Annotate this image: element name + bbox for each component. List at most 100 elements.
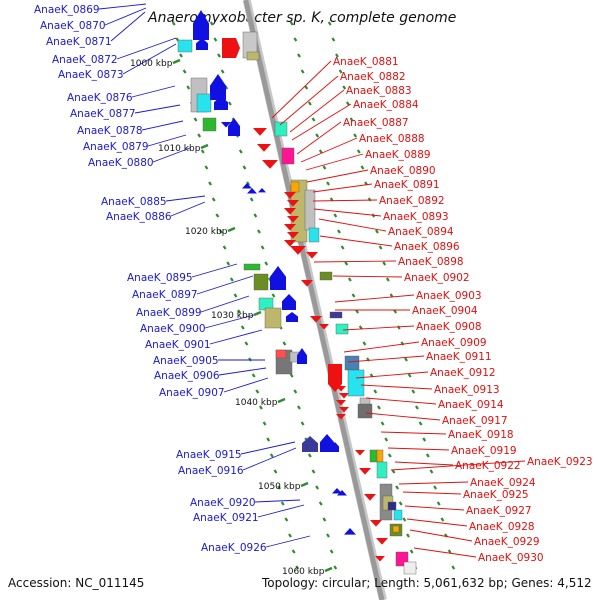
gene-arrow (339, 407, 349, 413)
ring-tick (345, 101, 350, 106)
leader-line-left (240, 441, 296, 455)
gene-arrow (320, 434, 334, 452)
leader-line-left (204, 314, 255, 329)
gene-label-left: AnaeK_0915 (176, 449, 242, 461)
gene-label-right: AnaeK_0887 (343, 117, 409, 129)
ring-tick (297, 53, 301, 58)
gene-arrow (355, 450, 365, 456)
gene-arrow (257, 144, 271, 152)
gene-label-left: AnaeK_0877 (70, 108, 136, 120)
leader-line-right (413, 547, 477, 558)
ring-tick (349, 117, 354, 122)
leader-line-right (312, 183, 373, 193)
feature-block (246, 51, 260, 61)
gene-label-right: AnaeK_0929 (474, 536, 540, 548)
ring-tick (307, 101, 312, 106)
ring-tick (260, 245, 265, 250)
gene-label-left: AnaeK_0921 (193, 512, 259, 524)
leader-line-right (279, 75, 339, 126)
feature-block (308, 227, 320, 243)
ring-tick (273, 469, 278, 474)
gene-arrow (287, 216, 299, 223)
ring-tick (315, 133, 320, 138)
gene-label-right: AnaeK_0902 (404, 272, 470, 284)
leader-line-right (394, 461, 454, 466)
ring-tick (326, 181, 330, 186)
accession-text: Accession: NC_011145 (8, 576, 144, 590)
ring-tick (418, 421, 423, 426)
feature-block (202, 117, 217, 132)
ring-tick (238, 149, 243, 154)
ring-tick (253, 213, 258, 218)
gene-label-right: AnaeK_0888 (359, 133, 425, 145)
ring-tick (259, 405, 263, 410)
ring-tick (219, 229, 223, 234)
ring-tick (333, 565, 338, 570)
gene-label-right: AnaeK_0884 (353, 99, 419, 111)
feature-block (243, 263, 261, 271)
gene-label-left: AnaeK_0885 (101, 196, 167, 208)
feature-block (196, 93, 212, 113)
gene-arrow (242, 183, 252, 189)
ring-tick (171, 21, 176, 26)
ring-tick (318, 149, 323, 154)
gene-arrow (193, 10, 209, 40)
leader-line-left (98, 3, 147, 10)
gene-arrow (196, 38, 208, 50)
feature-block (281, 147, 295, 165)
ring-tick (295, 565, 300, 570)
ring-tick (447, 549, 452, 554)
leader-line-right (313, 260, 397, 263)
ring-tick (304, 85, 309, 90)
ring-tick (229, 277, 234, 282)
gene-label-right: AnaeK_0913 (434, 384, 500, 396)
gene-arrow (214, 96, 228, 110)
ring-tick (262, 421, 267, 426)
leader-line-left (257, 504, 305, 518)
backbone (243, 0, 385, 600)
feature-block (253, 273, 269, 291)
feature-block (344, 355, 360, 371)
gene-arrow (297, 348, 307, 364)
ring-tick (211, 197, 216, 202)
ring-tick (362, 341, 367, 346)
ring-tick (375, 229, 379, 234)
ring-tick (217, 53, 221, 58)
gene-arrow (337, 490, 347, 496)
gene-label-left: AnaeK_0895 (127, 272, 193, 284)
ring-tick (215, 213, 220, 218)
ring-tick (331, 37, 336, 42)
feature-block (359, 397, 371, 405)
leader-line-left (165, 195, 206, 202)
ring-tick (291, 549, 296, 554)
feature-block (376, 461, 388, 479)
gene-arrow (287, 232, 299, 239)
ring-tick (425, 453, 430, 458)
ring-tick (289, 21, 294, 26)
leader-line-right (300, 137, 358, 163)
ring-tick (269, 453, 274, 458)
scale-label: 1010 kbp (158, 144, 201, 154)
scale-tick (200, 143, 209, 150)
gene-label-right: AnaeK_0914 (438, 399, 504, 411)
ring-tick (358, 325, 363, 330)
ring-tick (407, 373, 412, 378)
scale-tick (300, 481, 309, 488)
ring-tick (266, 437, 271, 442)
gene-arrow (210, 74, 226, 100)
ring-tick (249, 197, 254, 202)
leader-line-right (360, 384, 433, 390)
ring-tick (226, 261, 231, 266)
gene-label-right: AnaeK_0889 (365, 149, 431, 161)
feature-block (177, 39, 193, 53)
ring-tick (220, 69, 225, 74)
ring-tick (248, 357, 252, 362)
leader-line-right (390, 460, 526, 471)
gene-label-left: AnaeK_0871 (46, 36, 112, 48)
leader-line-right (312, 199, 378, 202)
leader-line-left (131, 85, 176, 98)
leader-line-right (332, 275, 403, 278)
leader-line-left (200, 295, 250, 313)
leader-line-left (147, 134, 187, 147)
leader-line-right (355, 371, 429, 379)
